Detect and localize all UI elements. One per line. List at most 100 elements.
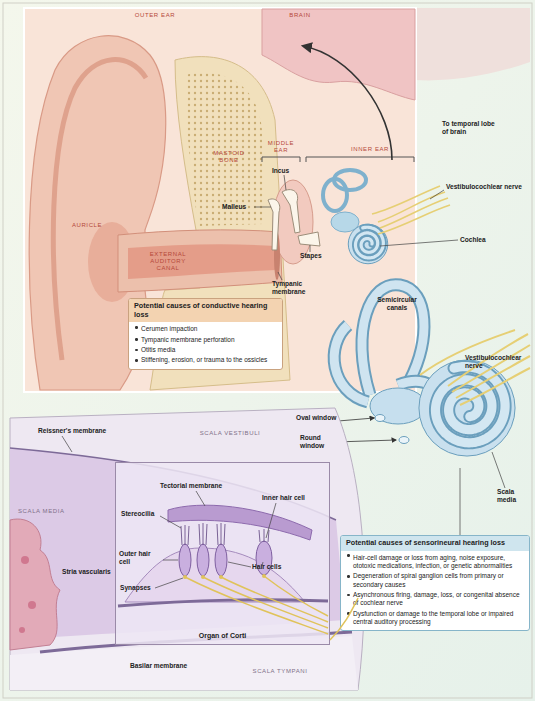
part-label: Stria vascularis [62,568,112,576]
leader-line [228,562,251,567]
part-label: Stereocilia [121,510,166,518]
nerve-fiber [264,576,328,616]
region-label: INNER EAR [330,146,410,153]
region-label: OUTER EAR [120,12,190,19]
box-heading: Potential causes of conductive hearing l… [129,299,282,322]
cochlea-turn [435,367,505,443]
leader-line [380,240,458,246]
stapes-bone [298,232,320,246]
nerve-fiber [378,192,445,222]
canal-tube [334,325,368,402]
nerve-fiber [203,577,328,628]
region-label: MIDDLE EAR [264,140,298,154]
ear-canal [118,230,282,292]
semicircular-canal [334,170,366,190]
part-label: Incus [272,167,302,175]
frame [3,3,532,698]
stria-vascularis-shape [10,519,60,650]
leader-line [196,491,205,506]
bullet-item: Hair-cell damage or loss from aging, noi… [341,551,529,572]
region-label: MASTOID BONE [210,150,248,164]
malleus-bone [268,199,280,250]
synapse-dots [183,574,266,579]
part-label: Outer hair cell [119,550,163,565]
bracket [262,157,300,162]
cochlea-spiral [348,224,388,264]
part-label: Vestibulocochlear nerve [465,354,533,369]
pathway-arrow [303,46,392,160]
part-label: Malleus [222,203,256,211]
stereocilia-bundle [199,523,207,545]
region-label: EXTERNAL AUDITORY CANAL [145,251,191,272]
hair-cell [197,544,209,576]
cochlea-turn-outline [355,227,383,258]
leader-line [430,190,444,199]
box-heading: Potential causes of sensorineural hearin… [341,536,529,551]
leader-arrow [338,418,374,421]
nerve-fibers [185,576,358,640]
part-label: Stapes [300,252,330,260]
nerve-fiber [460,368,530,405]
leader-lines [254,175,458,280]
part-label: Scala media [497,488,533,503]
region-label: AURICLE [62,222,112,229]
brain-tissue [415,8,530,80]
stereocilia-bundle [181,525,189,545]
nerve-fiber [185,577,328,634]
leader-line [278,272,282,280]
nerve-fiber [221,577,328,622]
part-label: Vestibulocochlear nerve [446,183,534,191]
stereocilia-bundle [217,523,225,545]
leader-line [284,175,286,190]
tectorial-membrane-shape [168,505,312,540]
box-heading: Organ of Corti [116,632,329,639]
leader-line [254,207,271,208]
region-label: SCALA VESTIBULI [185,430,275,437]
cochlea-body [419,360,515,456]
leader-line [460,468,461,535]
cochlea-body [348,224,388,264]
leader-line [155,578,183,588]
ear-canal-lumen [128,244,276,279]
part-label: Semicircular canals [372,296,422,311]
cochlea-turn-outline [435,367,505,443]
leader-line [492,452,505,488]
bullet-item: Asynchronous firing, damage, loss, or co… [341,590,529,609]
round-window-shape [399,437,409,444]
part-label: Basilar membrane [130,662,210,670]
nerve-fiber [330,598,358,640]
part-label: Round window [300,434,334,449]
bracket [306,157,414,162]
mastoid-air-cells [185,73,264,226]
bullet-item: Cerumen impaction [129,322,282,334]
oval-window-shape [375,415,385,422]
region-label: BRAIN [275,12,325,19]
part-label: Tympanic membrane [272,280,318,295]
part-label: Synapses [120,584,160,592]
supporting-cells [125,548,305,602]
nerve-fiber [378,205,450,234]
cause-box: Potential causes of conductive hearing l… [128,298,283,370]
basilar-membrane-line [118,600,328,606]
bullet-item: Stiffening, erosion, or trauma to the os… [129,355,282,368]
pathway-label: To temporal lobe of brain [442,120,502,135]
part-label: Hair cells [252,563,297,571]
vestibule [370,388,426,424]
leader-line [163,560,178,561]
vessel [28,601,36,609]
leader-line [310,245,311,252]
synapse [183,575,187,579]
bullet-item: Degeneration of spiral ganglion cells fr… [341,571,529,590]
incus-bone [282,190,300,233]
synapse [219,575,223,579]
bullet-item: Tympanic membrane perforation [129,335,282,345]
part-label: Inner hair cell [262,494,324,502]
leader-line [160,516,181,528]
hair-cell [179,544,191,576]
leader-lines [155,491,276,588]
vessel [21,556,29,564]
leader-line [266,503,276,538]
synapse [201,575,205,579]
stereocilia-bundles [181,523,269,545]
